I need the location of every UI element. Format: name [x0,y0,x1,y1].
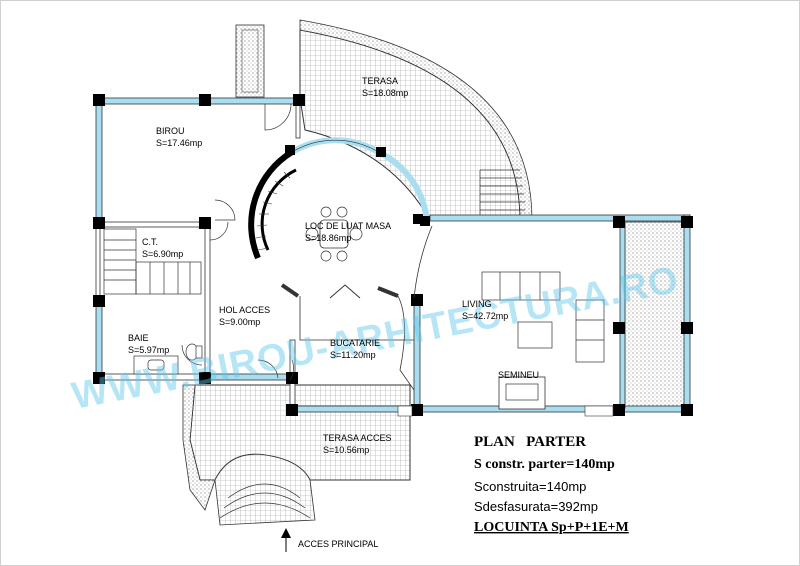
plan-locuinta: LOCUINTA Sp+P+1E+M [474,520,629,535]
entrance-marker: ACCES PRINCIPAL [281,528,378,552]
entrance-arrow-icon [281,528,291,538]
room-label-baie: BAIE [128,333,149,343]
room-area-ct: S=6.90mp [142,249,183,259]
room-labels: TERASA S=18.08mp BIROU S=17.46mp LOC DE … [128,76,539,455]
room-area-hol: S=9.00mp [219,317,260,327]
living-terrace-strip [624,221,688,409]
title-block: PLAN PARTER S constr. parter=140mp Scons… [474,434,629,535]
walls [93,94,693,417]
room-label-living: LIVING [462,299,492,309]
room-label-bucatarie: BUCATARIE [330,338,380,348]
room-label-birou: BIROU [156,126,185,136]
room-area-terasa-acces: S=10.56mp [323,445,369,455]
terrace-top [235,19,533,221]
bathroom-fixtures [133,343,203,375]
room-label-loc-masa: LOC DE LUAT MASA [305,221,391,231]
plan-title: PLAN PARTER [474,434,586,450]
room-label-ct: C.T. [142,237,158,247]
room-area-bucatarie: S=11.20mp [330,350,376,360]
plan-sconstruita: Sconstruita=140mp [474,479,586,494]
room-label-terasa: TERASA [362,76,398,86]
room-area-terasa: S=18.08mp [362,88,408,98]
room-area-baie: S=5.97mp [128,345,169,355]
doors [181,103,294,381]
living-furniture [481,271,605,401]
plan-constr-area: S constr. parter=140mp [474,457,615,472]
room-area-birou: S=17.46mp [156,138,202,148]
room-area-loc-masa: S=18.86mp [305,233,351,243]
room-label-terasa-acces: TERASA ACCES [323,433,392,443]
dining-area [248,137,433,391]
room-area-living: S=42.72mp [462,311,508,321]
room-label-hol: HOL ACCES [219,305,270,315]
fixture-label-semineu: SEMINEU [498,370,539,380]
technical-room-stairs [103,228,202,295]
entrance-label: ACCES PRINCIPAL [298,539,378,549]
plan-sdesfasurata: Sdesfasurata=392mp [474,499,598,514]
